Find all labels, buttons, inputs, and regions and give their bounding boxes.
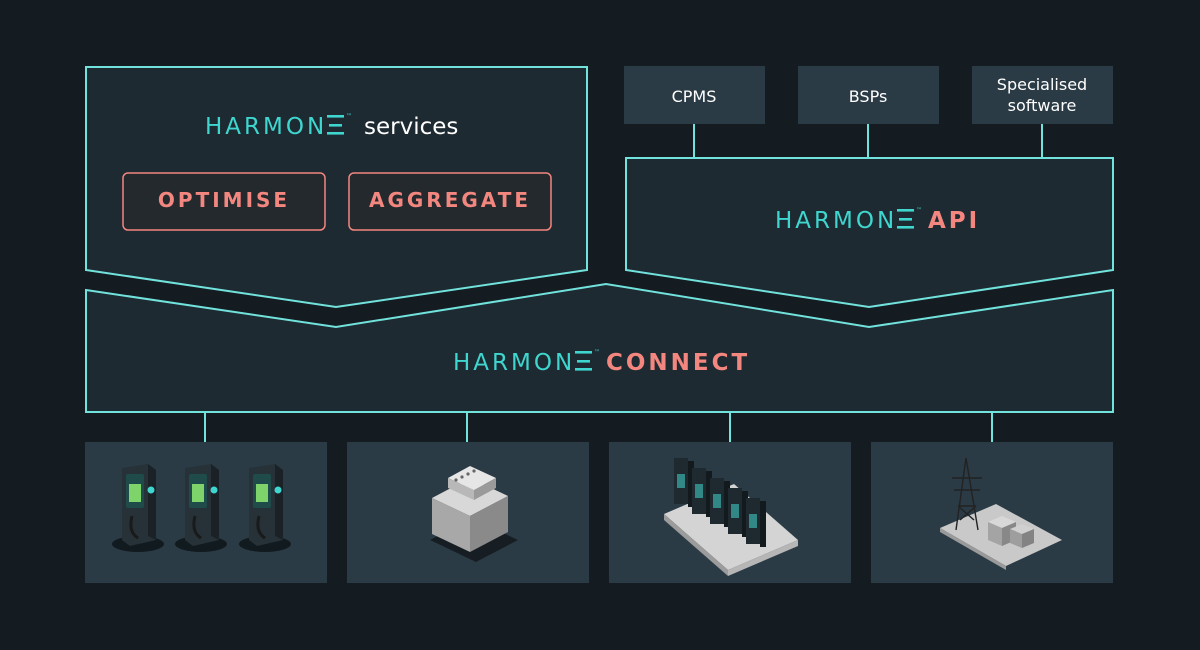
substation-icon <box>940 457 1062 570</box>
trademark-mark: ™ <box>916 207 922 214</box>
optimise-button-label: OPTIMISE <box>158 188 290 212</box>
api-client-bsps[interactable]: BSPs <box>798 66 939 124</box>
harmon-e-logo-icon <box>575 351 592 371</box>
harmon-e-logo-icon <box>897 209 914 229</box>
aggregate-button-label: AGGREGATE <box>369 188 531 212</box>
api-client-bsps-label: BSPs <box>849 87 888 106</box>
harmon-e-logo-icon <box>327 115 344 135</box>
services-panel: HARMON ™ services OPTIMISE AGGREGATE <box>85 66 588 309</box>
api-client-specialised-software[interactable]: Specialised software <box>972 66 1113 124</box>
api-title: HARMON ™ API <box>775 207 980 234</box>
api-client-specialised-line2: software <box>1008 96 1077 115</box>
trademark-mark: ™ <box>594 349 600 356</box>
services-label: services <box>364 114 458 140</box>
api-panel: HARMON ™ API <box>625 157 1114 309</box>
battery-storage-icon <box>664 458 798 576</box>
api-label: API <box>928 208 980 234</box>
harmon-logo-text: HARMON <box>453 350 575 376</box>
services-title: HARMON ™ services <box>205 113 458 140</box>
api-client-specialised-line1: Specialised <box>997 75 1087 94</box>
harmon-logo-text: HARMON <box>205 114 327 140</box>
connect-label: CONNECT <box>606 350 750 376</box>
optimise-button[interactable]: OPTIMISE <box>122 172 326 231</box>
harmon-logo-text: HARMON <box>775 208 897 234</box>
api-client-cpms[interactable]: CPMS <box>624 66 765 124</box>
api-client-cpms-label: CPMS <box>672 87 717 106</box>
connector-lines <box>204 124 1043 442</box>
connect-panel: HARMON ™ CONNECT <box>85 282 1114 413</box>
aggregate-button[interactable]: AGGREGATE <box>348 172 552 231</box>
connect-title: HARMON ™ CONNECT <box>453 349 750 376</box>
ev-chargers-icon <box>112 464 291 552</box>
energy-meter-icon <box>430 466 518 562</box>
device-tile-ev-chargers[interactable] <box>85 442 327 583</box>
device-tile-battery-storage[interactable] <box>609 442 851 583</box>
device-tile-substation[interactable] <box>871 442 1113 583</box>
device-tile-energy-meter[interactable] <box>347 442 589 583</box>
trademark-mark: ™ <box>346 113 352 120</box>
